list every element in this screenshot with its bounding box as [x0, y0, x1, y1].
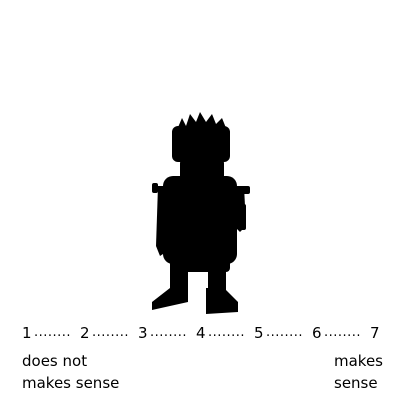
scale-point-4[interactable]: 4 — [196, 324, 206, 342]
robot-right-foot — [206, 288, 238, 314]
scale-point-7[interactable]: 7 — [370, 324, 380, 342]
scale-point-5[interactable]: 5 — [254, 324, 264, 342]
robot-neck — [180, 160, 224, 180]
scale-point-1[interactable]: 1 — [22, 324, 32, 342]
robot-head — [172, 126, 230, 162]
robot-right-leg — [208, 266, 226, 292]
anchor-high-line-2: sense — [334, 374, 378, 392]
robot-left-knob — [152, 183, 158, 193]
anchor-low-line-2: makes sense — [22, 374, 120, 392]
scale-separator: ........ — [266, 325, 304, 340]
scale-separator: ........ — [324, 325, 362, 340]
robot-left-arm — [156, 186, 166, 256]
scale-separator: ........ — [208, 325, 246, 340]
anchor-label-high: makes sense — [334, 350, 394, 394]
scale-point-2[interactable]: 2 — [80, 324, 90, 342]
scale-separator: ........ — [150, 325, 188, 340]
anchor-low-line-1: does not — [22, 352, 88, 370]
robot-body — [163, 176, 237, 264]
rating-scale: 1 ........ 2 ........ 3 ........ 4 .....… — [22, 322, 382, 344]
scale-point-3[interactable]: 3 — [138, 324, 148, 342]
scale-separator: ........ — [92, 325, 130, 340]
anchor-high-line-1: makes — [334, 352, 383, 370]
robot-key — [240, 204, 246, 230]
scale-point-6[interactable]: 6 — [312, 324, 322, 342]
robot-left-foot — [152, 288, 188, 310]
robot-left-leg — [170, 266, 188, 292]
robot-right-knob — [242, 186, 250, 194]
anchor-label-low: does not makes sense — [22, 350, 142, 394]
scale-separator: ........ — [34, 325, 72, 340]
